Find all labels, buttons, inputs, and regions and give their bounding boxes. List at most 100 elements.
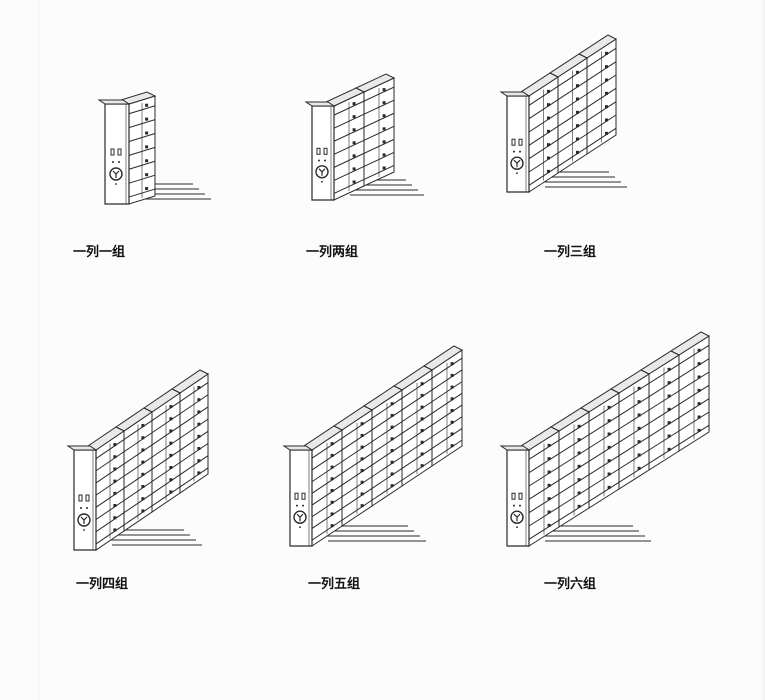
label-holder: [450, 420, 454, 424]
label-holder: [575, 137, 579, 141]
label-holder: [360, 433, 364, 437]
label-holder: [330, 500, 334, 504]
label-holder: [360, 492, 364, 496]
handle-slot: [511, 138, 516, 146]
shelf-diagram-2-groups: [304, 64, 470, 214]
handle-slot: [316, 147, 321, 155]
label-holder: [637, 466, 641, 470]
label-holder: [113, 467, 117, 471]
label-holder: [420, 417, 424, 421]
label-holder: [575, 70, 579, 74]
label-holder: [546, 89, 550, 93]
caption-3-groups: 一列三组: [544, 245, 597, 260]
label-holder: [577, 424, 581, 428]
label-holder: [382, 166, 386, 170]
label-holder: [141, 497, 145, 501]
label-holder: [420, 452, 424, 456]
label-holder: [575, 84, 579, 88]
indicator-dot: [118, 161, 120, 163]
label-holder: [113, 504, 117, 508]
label-holder: [390, 460, 394, 464]
end-panel-top: [97, 99, 131, 105]
label-holder: [390, 484, 394, 488]
label-holder: [330, 512, 334, 516]
end-panel-top: [66, 445, 98, 451]
wheel-icon: [77, 513, 91, 527]
label-holder: [382, 101, 386, 105]
label-holder: [145, 187, 149, 191]
label-holder: [197, 410, 201, 414]
label-holder: [697, 362, 701, 366]
label-holder: [382, 127, 386, 131]
label-holder: [607, 405, 611, 409]
handle-slot: [85, 494, 90, 502]
label-holder: [604, 51, 608, 55]
label-holder: [197, 447, 201, 451]
lock-dot: [299, 526, 301, 529]
label-holder: [575, 150, 579, 154]
label-holder: [330, 524, 334, 528]
label-holder: [330, 489, 334, 493]
label-holder: [637, 440, 641, 444]
label-holder: [577, 491, 581, 495]
label-holder: [169, 466, 173, 470]
left-guide-line: [38, 0, 39, 700]
label-holder: [667, 407, 671, 411]
label-holder: [390, 402, 394, 406]
label-holder: [546, 129, 550, 133]
label-holder: [547, 483, 551, 487]
label-holder: [420, 382, 424, 386]
label-holder: [352, 167, 356, 171]
label-holder: [360, 504, 364, 508]
label-holder: [169, 453, 173, 457]
label-holder: [607, 459, 611, 463]
right-edge-shadow: [759, 0, 765, 700]
end-panel: [73, 449, 97, 551]
label-holder: [360, 469, 364, 473]
label-holder: [360, 422, 364, 426]
indicator-dot: [296, 504, 298, 507]
label-holder: [577, 478, 581, 482]
label-holder: [197, 422, 201, 426]
indicator-dot: [318, 159, 320, 162]
indicator-dot: [112, 161, 114, 163]
label-holder: [352, 141, 356, 145]
label-holder: [697, 348, 701, 352]
handle-slot: [518, 492, 523, 500]
caption-5-groups: 一列五组: [308, 577, 361, 592]
wheel-spokes: [296, 513, 304, 522]
label-holder: [637, 426, 641, 430]
cabinet-illustration: [97, 91, 211, 205]
lock-dot: [516, 172, 518, 175]
label-holder: [145, 159, 149, 163]
label-holder: [360, 445, 364, 449]
wheel-icon: [315, 165, 329, 179]
label-holder: [637, 413, 641, 417]
lock-dot: [115, 183, 117, 185]
label-holder: [141, 472, 145, 476]
indicator-dot: [513, 150, 515, 153]
label-holder: [667, 421, 671, 425]
label-holder: [697, 388, 701, 392]
label-holder: [169, 490, 173, 494]
label-holder: [141, 436, 145, 440]
label-holder: [450, 397, 454, 401]
wheel-icon: [510, 510, 524, 524]
label-holder: [352, 128, 356, 132]
label-holder: [697, 415, 701, 419]
handle-slot: [78, 494, 83, 502]
label-holder: [113, 443, 117, 447]
label-holder: [607, 445, 611, 449]
indicator-dot: [519, 504, 521, 507]
label-holder: [390, 449, 394, 453]
label-holder: [360, 457, 364, 461]
label-holder: [577, 464, 581, 468]
label-holder: [697, 402, 701, 406]
label-holder: [113, 491, 117, 495]
label-holder: [330, 477, 334, 481]
label-holder: [450, 373, 454, 377]
caption-6-groups: 一列六组: [544, 577, 597, 592]
indicator-dot: [80, 507, 82, 509]
lock-dot: [516, 526, 518, 529]
